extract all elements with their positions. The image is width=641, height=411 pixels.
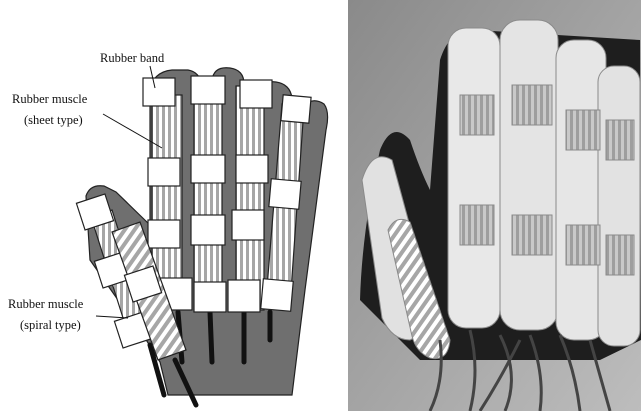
- label-spiral-muscle-1: Rubber muscle: [8, 297, 84, 311]
- glove-photo: [348, 0, 641, 411]
- label-sheet-muscle-1: Rubber muscle: [12, 92, 88, 106]
- finger-middle: [191, 76, 226, 312]
- photo-fingers: [448, 20, 640, 346]
- label-spiral-muscle-2: (spiral type): [20, 318, 81, 332]
- label-sheet-muscle-2: (sheet type): [24, 113, 83, 127]
- glove-diagram: Rubber band Rubber muscle (sheet type) R…: [8, 51, 328, 405]
- label-rubber-band: Rubber band: [100, 51, 165, 65]
- rubber-band-index-tip: [143, 78, 175, 106]
